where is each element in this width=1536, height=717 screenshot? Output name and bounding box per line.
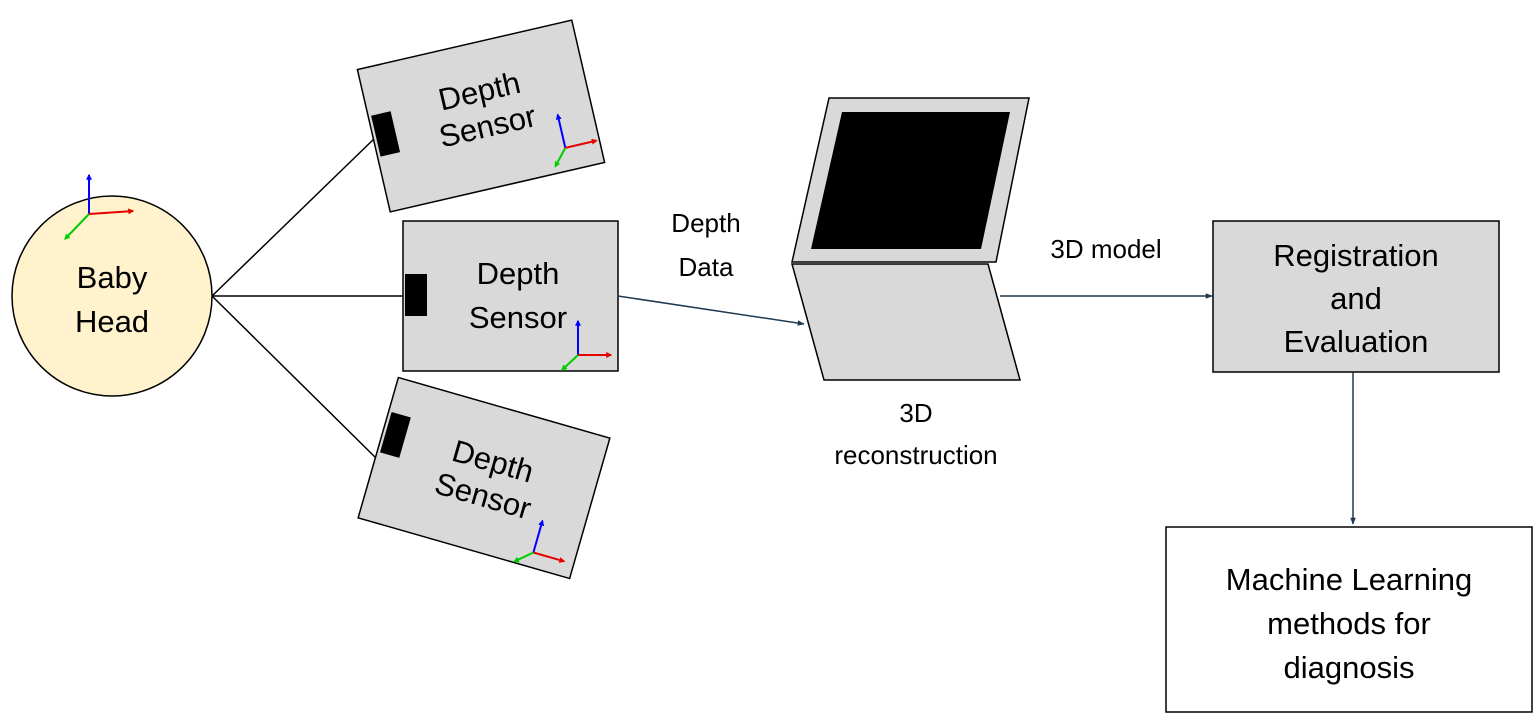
connector-top-sensor (211, 134, 379, 297)
axis-x-arrow (533, 551, 566, 563)
depth-sensor-top: Depth Sensor (356, 19, 606, 213)
axis-y-arrow (532, 519, 545, 553)
registration-label-line2: and (1330, 281, 1382, 316)
depth-sensor-middle: Depth Sensor (402, 220, 619, 372)
sensor-top-axis-gizmo (554, 113, 598, 168)
depth-data-label-line1: Depth (671, 208, 740, 238)
sensor-bottom-axis-gizmo (513, 519, 566, 563)
head-to-sensor-connectors (211, 134, 403, 461)
baby-head-label-line1: Baby (77, 260, 148, 295)
laptop-screen-display (811, 112, 1010, 249)
head-axis-gizmo (64, 173, 135, 240)
sensor-middle-label-line1: Depth (477, 256, 560, 291)
reconstruction-label-line1: 3D (899, 398, 932, 428)
axis-z-arrow (513, 551, 534, 563)
ml-label-line2: methods for (1267, 606, 1431, 641)
laptop-keyboard-base (791, 263, 1021, 381)
ml-label-line1: Machine Learning (1226, 562, 1472, 597)
axis-z-arrow (64, 213, 90, 240)
depth-data-label-line2: Data (679, 252, 734, 282)
connector-bottom-sensor (211, 295, 379, 461)
registration-evaluation-node: Registration and Evaluation (1212, 220, 1500, 373)
registration-box (1212, 220, 1500, 373)
sensor-middle-label-line2: Sensor (469, 300, 567, 335)
registration-label-line1: Registration (1273, 238, 1438, 273)
depth-sensor-bottom: Depth Sensor (357, 376, 611, 580)
registration-label-line3: Evaluation (1284, 324, 1429, 359)
axis-z-arrow (554, 147, 567, 168)
machine-learning-node: Machine Learning methods for diagnosis (1165, 526, 1533, 713)
baby-head-label-line2: Head (75, 304, 149, 339)
baby-head-circle (11, 195, 213, 397)
axis-x-arrow (88, 208, 135, 215)
axis-x-arrow (565, 138, 598, 149)
baby-head-node: Baby Head (11, 173, 213, 397)
sensor-lens (405, 274, 427, 316)
sensor-body (356, 19, 606, 213)
sensor-lens (380, 411, 411, 458)
axis-z-arrow (561, 354, 579, 371)
depth-data-arrow (617, 295, 805, 326)
sensor-lens (371, 111, 401, 157)
sensor-middle-axis-gizmo (561, 319, 613, 371)
model-3d-label: 3D model (1050, 234, 1161, 264)
ml-label-line3: diagnosis (1284, 650, 1415, 685)
sensor-body (357, 376, 611, 580)
reconstruction-label-line2: reconstruction (834, 440, 997, 470)
ml-box (1165, 526, 1533, 713)
laptop-icon (791, 97, 1030, 381)
sensor-body (402, 220, 619, 372)
axis-y-arrow (555, 113, 567, 149)
